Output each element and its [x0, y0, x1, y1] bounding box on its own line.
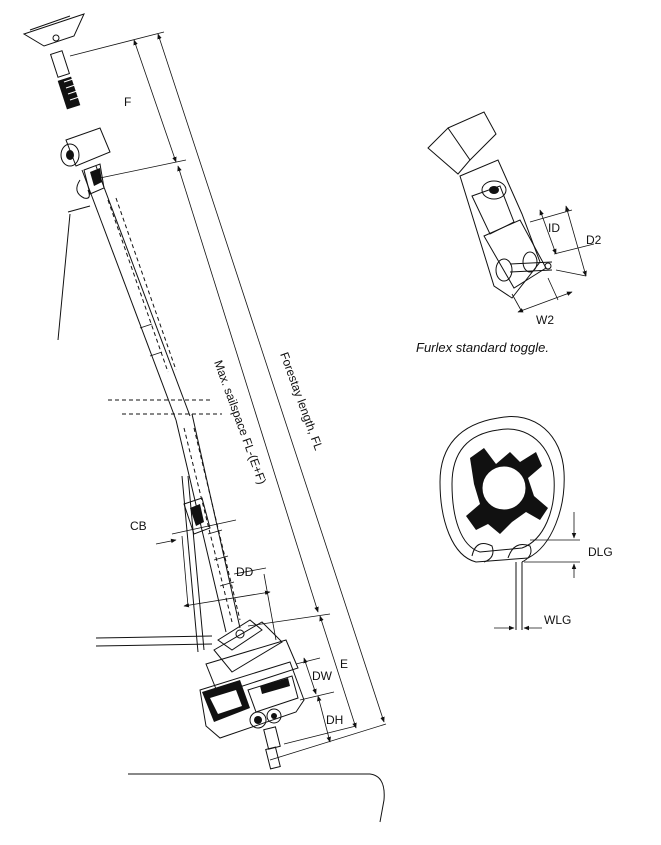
halyard-line [57, 213, 71, 341]
label-e: E [340, 657, 348, 671]
label-id: ID [548, 221, 560, 235]
label-dlg: DLG [588, 545, 613, 559]
dh-dimension [317, 695, 331, 743]
toggle-caption: Furlex standard toggle. [416, 340, 549, 355]
break-marks [108, 399, 222, 415]
toggle-dimensions [511, 205, 595, 313]
label-forestay-length: Forestay length, FL [277, 350, 326, 452]
dw-dimension [303, 657, 317, 695]
label-cb: CB [130, 519, 147, 533]
id-dimension [539, 209, 557, 255]
label-dd: DD [236, 565, 254, 579]
halyard-swivel [60, 127, 111, 199]
f-dimension [133, 39, 177, 163]
top-swivel [49, 50, 83, 110]
label-d2: D2 [586, 233, 602, 247]
d2-dimension [565, 205, 587, 277]
tack-swivel [181, 475, 211, 653]
toggle-detail [427, 111, 553, 299]
label-dw: DW [312, 669, 333, 683]
label-w2: W2 [536, 313, 554, 327]
dimension-lines [69, 31, 387, 761]
e-dimension [319, 615, 357, 729]
foil-dimensions [494, 512, 580, 631]
masthead-fitting [22, 13, 85, 47]
cb-dimension [155, 538, 177, 545]
sailspace-dimension [177, 165, 319, 613]
main-assembly [22, 13, 385, 823]
forestay-dimension [157, 33, 385, 723]
luff-foil [81, 165, 241, 633]
label-f: F [124, 95, 131, 109]
deck-outline [128, 773, 385, 823]
furling-drum [199, 619, 305, 770]
dd-dimension [183, 590, 271, 608]
w2-dimension [517, 291, 573, 313]
label-dh: DH [326, 713, 343, 727]
label-wlg: WLG [544, 613, 571, 627]
foil-cross-section [439, 416, 565, 630]
label-max-sailspace: Max. sailspace FL-(E+F) [211, 358, 269, 486]
